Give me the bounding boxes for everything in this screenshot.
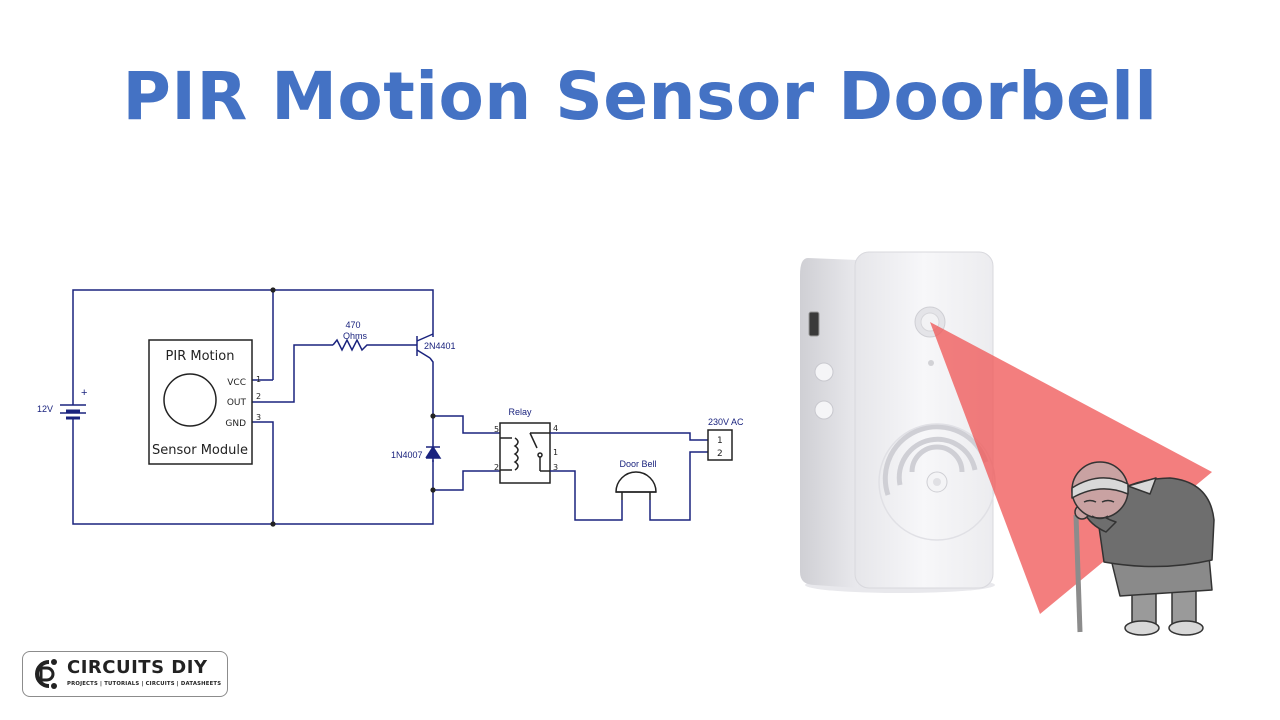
relay-label: Relay [508, 407, 532, 417]
pin-label-gnd: GND [225, 419, 246, 429]
circuits-diy-logo: CIRCUITS DIY PROJECTS | TUTORIALS | CIRC… [22, 651, 228, 697]
pin-number-2: 2 [256, 392, 261, 401]
transistor-emitter [416, 349, 431, 359]
resistor-unit: Ohms [343, 331, 368, 341]
door-bell [615, 471, 657, 493]
bell-label: Door Bell [619, 459, 656, 469]
relay-coil-top-wire [433, 415, 500, 434]
transistor-collector [416, 333, 434, 342]
supply-label: 230V AC [708, 417, 744, 427]
junction-dots [270, 287, 436, 527]
pin-label-vcc: VCC [227, 378, 246, 388]
page-title: PIR Motion Sensor Doorbell [122, 58, 1158, 135]
usb-port [808, 311, 820, 337]
sensor-detection-cone [930, 322, 1212, 614]
relay-pin-3: 3 [553, 463, 558, 472]
diode-label: 1N4007 [391, 450, 423, 460]
emitter-wire [429, 357, 434, 447]
diode [425, 445, 442, 459]
bell-supply-wire [649, 451, 708, 521]
doorbell-device-photo [800, 251, 996, 593]
bottom-wire [72, 418, 434, 525]
top-wire [72, 289, 434, 405]
resistor [332, 338, 417, 352]
circuits-diy-logo-icon [35, 659, 57, 689]
module-subtitle: Sensor Module [152, 443, 248, 458]
relay-pin-4: 4 [553, 424, 558, 433]
side-button-top [814, 362, 834, 382]
transistor-label: 2N4401 [424, 341, 456, 351]
battery-polarity: + [81, 387, 87, 399]
relay-box [499, 422, 551, 484]
relay-pin-1: 1 [553, 448, 558, 457]
pin-number-3: 3 [256, 413, 261, 422]
side-button-bottom [814, 400, 834, 420]
supply-pin-2: 2 [717, 449, 723, 459]
speaker-grille [882, 424, 989, 496]
pir-module-box [148, 339, 253, 465]
resistor-value: 470 [345, 320, 360, 330]
pin-label-out: OUT [227, 398, 247, 408]
visitor-illustration [1071, 461, 1215, 636]
gnd-wire [252, 421, 274, 524]
out-wire [252, 344, 333, 403]
relay-pin-2: 2 [494, 463, 499, 472]
pir-lens [163, 373, 217, 427]
supply-connector [707, 429, 733, 461]
pin-number-1: 1 [256, 375, 261, 384]
logo-name: CIRCUITS DIY [67, 657, 208, 678]
relay-coil-bottom-wire [433, 470, 500, 491]
relay-pin-5: 5 [494, 425, 499, 434]
relay-bell-wire [550, 470, 623, 521]
supply-wire-1 [550, 432, 708, 441]
logo-tagline: PROJECTS | TUTORIALS | CIRCUITS | DATASH… [67, 681, 222, 687]
supply-pin-1: 1 [717, 436, 723, 446]
module-title: PIR Motion [166, 349, 235, 364]
circuit-schematic [60, 289, 733, 525]
battery-label: 12V [37, 404, 53, 414]
